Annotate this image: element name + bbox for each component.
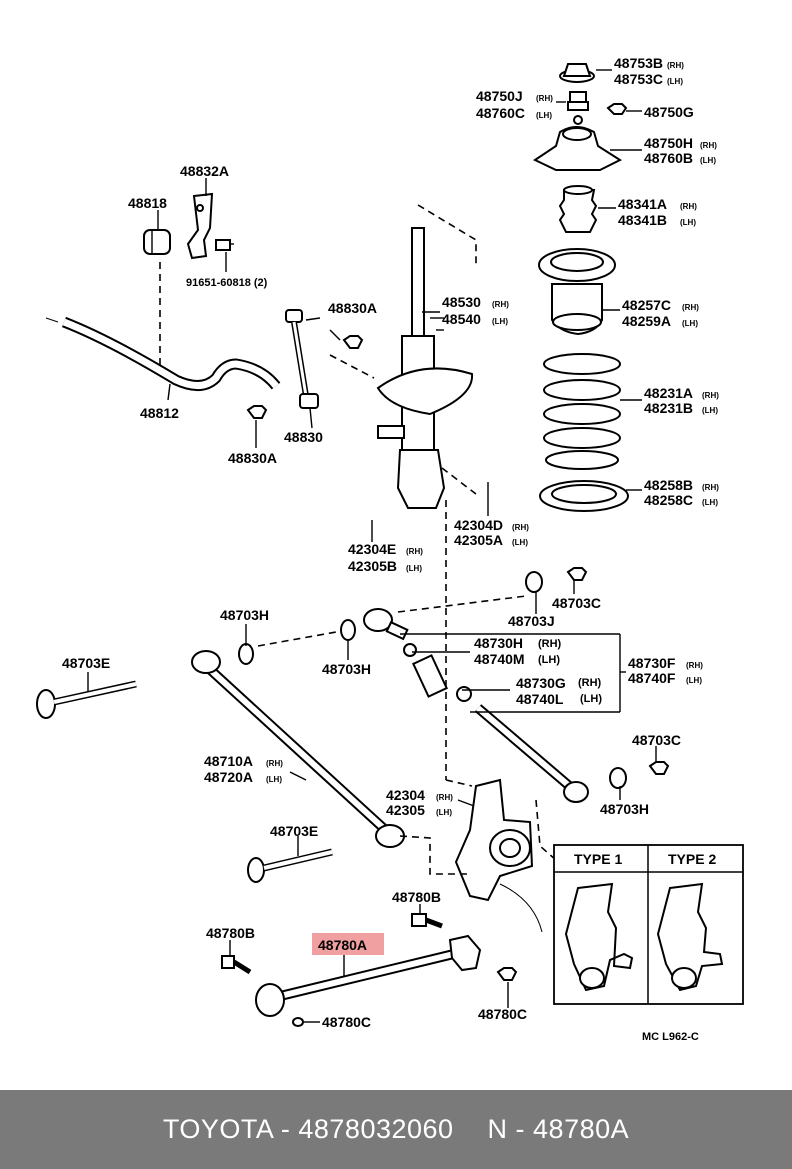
label-48830a-bottom: 48830A xyxy=(228,450,277,466)
suspension-parts-diagram: TYPE 1 TYPE 2 xyxy=(36,55,744,1043)
label-48259a: 48259A xyxy=(622,313,671,329)
label-48341a: 48341A xyxy=(618,196,667,212)
side-lh: (LH) xyxy=(436,808,452,817)
side-lh: (LH) xyxy=(686,676,702,685)
lateral-links xyxy=(36,567,670,883)
label-48703c-right: 48703C xyxy=(632,732,681,748)
label-48730g: 48730G xyxy=(516,675,566,691)
side-rh: (RH) xyxy=(512,523,529,532)
label-48750j: 48750J xyxy=(476,88,523,104)
leader-lines xyxy=(87,178,657,1023)
side-rh: (RH) xyxy=(702,391,719,400)
side-lh: (LH) xyxy=(512,538,528,547)
side-rh-paren: (RH) xyxy=(538,638,562,650)
label-48740l: 48740L xyxy=(516,691,564,707)
label-48540: 48540 xyxy=(442,311,481,327)
side-lh: (LH) xyxy=(702,406,718,415)
label-91651: 91651-60818 (2) xyxy=(186,277,268,289)
label-48703h-top: 48703H xyxy=(220,607,269,623)
label-48258c: 48258C xyxy=(644,492,693,508)
label-48530: 48530 xyxy=(442,294,481,310)
side-lh: (LH) xyxy=(682,319,698,328)
type-1-label: TYPE 1 xyxy=(574,851,622,867)
label-48760c: 48760C xyxy=(476,105,525,121)
side-rh: (RH) xyxy=(492,300,509,309)
side-lh: (LH) xyxy=(536,111,552,120)
footer-text: TOYOTA - 4878032060 N - 48780A xyxy=(163,1114,629,1145)
highlight-box xyxy=(312,933,384,955)
label-48703j: 48703J xyxy=(508,613,555,629)
label-42305b: 42305B xyxy=(348,558,397,574)
label-48730f: 48730F xyxy=(628,655,676,671)
side-lh-paren: (LH) xyxy=(538,654,560,666)
side-lh: (LH) xyxy=(680,218,696,227)
side-lh: (LH) xyxy=(702,498,718,507)
label-48740f: 48740F xyxy=(628,670,676,686)
label-48832a: 48832A xyxy=(180,163,229,179)
label-42305a: 42305A xyxy=(454,532,503,548)
side-rh: (RH) xyxy=(667,61,684,70)
side-rh-paren: (RH) xyxy=(578,677,602,689)
stabilizer-bar xyxy=(45,192,364,419)
label-42304e: 42304E xyxy=(348,541,396,557)
footer-brand-part: TOYOTA - 4878032060 xyxy=(162,1114,454,1144)
label-48341b: 48341B xyxy=(618,212,667,228)
label-48760b: 48760B xyxy=(644,150,693,166)
label-48818: 48818 xyxy=(128,195,167,211)
side-lh: (LH) xyxy=(667,77,683,86)
label-48703e-left: 48703E xyxy=(62,655,110,671)
label-48710a: 48710A xyxy=(204,753,253,769)
label-48750g: 48750G xyxy=(644,104,694,120)
lower-arm-48780a xyxy=(221,913,518,1027)
side-lh: (LH) xyxy=(492,317,508,326)
label-48740m: 48740M xyxy=(474,651,525,667)
footer-n-part: N - 48780A xyxy=(487,1114,630,1144)
type-2-label: TYPE 2 xyxy=(668,851,716,867)
side-rh: (RH) xyxy=(686,661,703,670)
label-48780c-right: 48780C xyxy=(478,1006,527,1022)
side-rh: (RH) xyxy=(700,141,717,150)
label-48730h: 48730H xyxy=(474,635,523,651)
side-rh: (RH) xyxy=(266,759,283,768)
upper-mount-parts xyxy=(532,63,642,512)
label-48780b-right: 48780B xyxy=(392,889,441,905)
label-48720a: 48720A xyxy=(204,769,253,785)
side-rh: (RH) xyxy=(436,793,453,802)
type-comparison-box: TYPE 1 TYPE 2 xyxy=(553,844,744,1005)
side-rh: (RH) xyxy=(682,303,699,312)
side-lh-paren: (LH) xyxy=(580,693,602,705)
side-rh: (RH) xyxy=(536,94,553,103)
label-48703c-top: 48703C xyxy=(552,595,601,611)
shock-absorber xyxy=(376,204,477,509)
label-48753b: 48753B xyxy=(614,55,663,71)
part-labels: 48753B (RH) 48753C (LH) 48750J (RH) 4876… xyxy=(62,55,719,1043)
side-rh: (RH) xyxy=(702,483,719,492)
label-48231a: 48231A xyxy=(644,385,693,401)
label-48703h-mid: 48703H xyxy=(322,661,371,677)
label-48812: 48812 xyxy=(140,405,179,421)
label-48703e-mid: 48703E xyxy=(270,823,318,839)
footer-bar: TOYOTA - 4878032060 N - 48780A xyxy=(0,1090,792,1169)
label-48257c: 48257C xyxy=(622,297,671,313)
diagram-code: MC L962-C xyxy=(642,1031,699,1043)
axle-carrier xyxy=(399,778,557,933)
side-rh: (RH) xyxy=(406,547,423,556)
label-42304d: 42304D xyxy=(454,517,503,533)
label-48231b: 48231B xyxy=(644,400,693,416)
label-48830a-top: 48830A xyxy=(328,300,377,316)
label-48750h: 48750H xyxy=(644,135,693,151)
label-42304: 42304 xyxy=(386,787,425,803)
label-48830: 48830 xyxy=(284,429,323,445)
label-48780a: 48780A xyxy=(318,937,367,953)
side-lh: (LH) xyxy=(406,564,422,573)
label-48703h-right: 48703H xyxy=(600,801,649,817)
label-48753c: 48753C xyxy=(614,71,663,87)
label-42305: 42305 xyxy=(386,802,425,818)
side-lh: (LH) xyxy=(266,775,282,784)
side-rh: (RH) xyxy=(680,202,697,211)
label-48780b-left: 48780B xyxy=(206,925,255,941)
side-lh: (LH) xyxy=(700,156,716,165)
label-48258b: 48258B xyxy=(644,477,693,493)
label-48780c-bottom: 48780C xyxy=(322,1014,371,1030)
